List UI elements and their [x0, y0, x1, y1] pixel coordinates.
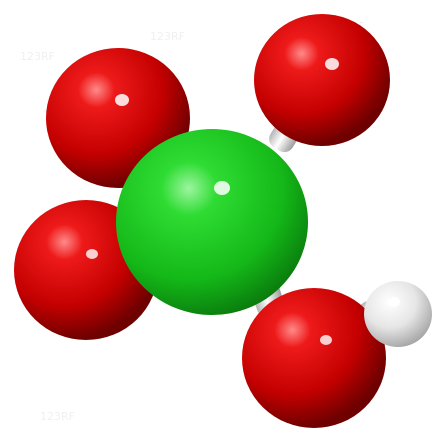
atom-oxygen-upper-right	[254, 14, 390, 146]
watermark-text-1: 123RF	[20, 50, 55, 63]
highlight-oxygen-upper-left	[115, 94, 129, 106]
highlight-hydrogen	[388, 297, 400, 307]
watermark-text-4: 123RF	[40, 410, 75, 423]
highlight-oxygen-lower-left	[86, 249, 98, 259]
atoms	[14, 14, 432, 428]
atom-hydrogen	[364, 281, 432, 347]
highlight-chlorine	[214, 181, 230, 195]
atom-oxygen-lower-right	[242, 288, 386, 428]
highlight-oxygen-upper-right	[325, 58, 339, 70]
watermark-text-2: 123RF	[150, 30, 185, 43]
atom-chlorine	[116, 129, 308, 315]
highlight-oxygen-lower-right	[320, 335, 332, 345]
